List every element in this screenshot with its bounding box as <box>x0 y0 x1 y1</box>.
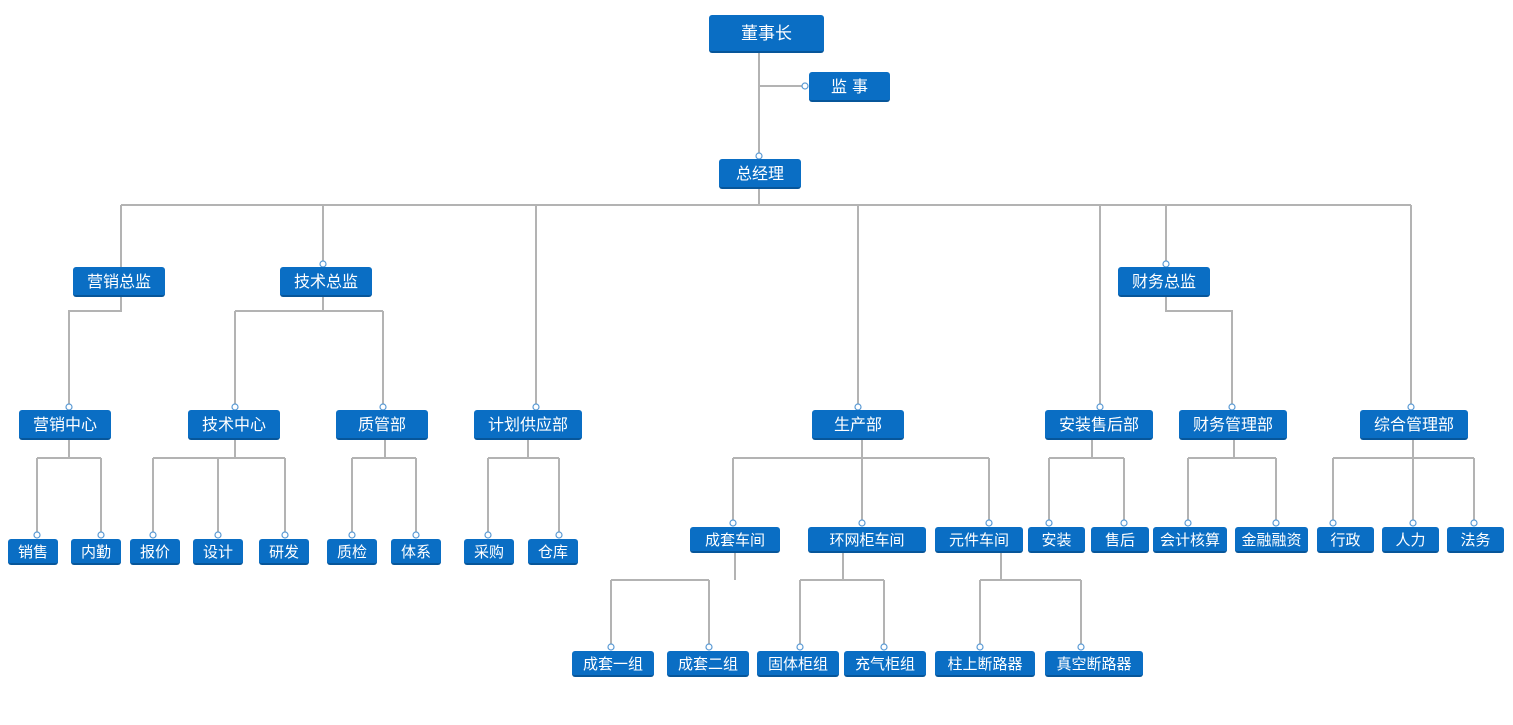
node-planning-supply: 计划供应部 <box>474 410 582 440</box>
node-legal: 法务 <box>1447 527 1504 553</box>
node-admin: 行政 <box>1317 527 1374 553</box>
node-hr: 人力 <box>1382 527 1439 553</box>
node-install-aftersales: 安装售后部 <box>1045 410 1153 440</box>
node-vacuum-breaker: 真空断路器 <box>1045 651 1143 677</box>
node-complete-group-1: 成套一组 <box>572 651 654 677</box>
node-general-manager: 总经理 <box>719 159 801 189</box>
node-inspection: 质检 <box>327 539 377 565</box>
node-marketing-director: 营销总监 <box>73 267 165 297</box>
node-finance-mgmt: 财务管理部 <box>1179 410 1287 440</box>
node-tech-center: 技术中心 <box>188 410 280 440</box>
node-quote: 报价 <box>130 539 180 565</box>
node-sales: 销售 <box>8 539 58 565</box>
node-system: 体系 <box>391 539 441 565</box>
node-accounting: 会计核算 <box>1153 527 1227 553</box>
node-ring-cabinet-workshop: 环网柜车间 <box>808 527 926 553</box>
node-after-sales: 售后 <box>1091 527 1149 553</box>
node-design: 设计 <box>193 539 243 565</box>
node-chairman: 董事长 <box>709 15 824 53</box>
node-finance-invest: 金融融资 <box>1235 527 1308 553</box>
node-general-mgmt: 综合管理部 <box>1360 410 1468 440</box>
node-finance-director: 财务总监 <box>1118 267 1210 297</box>
node-gas-cabinet-group: 充气柜组 <box>844 651 926 677</box>
node-internal: 内勤 <box>71 539 121 565</box>
node-component-workshop: 元件车间 <box>935 527 1023 553</box>
node-warehouse: 仓库 <box>528 539 578 565</box>
node-complete-group-2: 成套二组 <box>667 651 749 677</box>
node-install: 安装 <box>1028 527 1085 553</box>
node-supervisor: 监 事 <box>809 72 890 102</box>
node-solid-cabinet-group: 固体柜组 <box>757 651 839 677</box>
node-tech-director: 技术总监 <box>280 267 372 297</box>
node-rnd: 研发 <box>259 539 309 565</box>
node-production: 生产部 <box>812 410 904 440</box>
node-complete-workshop: 成套车间 <box>690 527 780 553</box>
node-procurement: 采购 <box>464 539 514 565</box>
node-quality-dept: 质管部 <box>336 410 428 440</box>
node-marketing-center: 营销中心 <box>19 410 111 440</box>
node-pole-breaker: 柱上断路器 <box>935 651 1035 677</box>
